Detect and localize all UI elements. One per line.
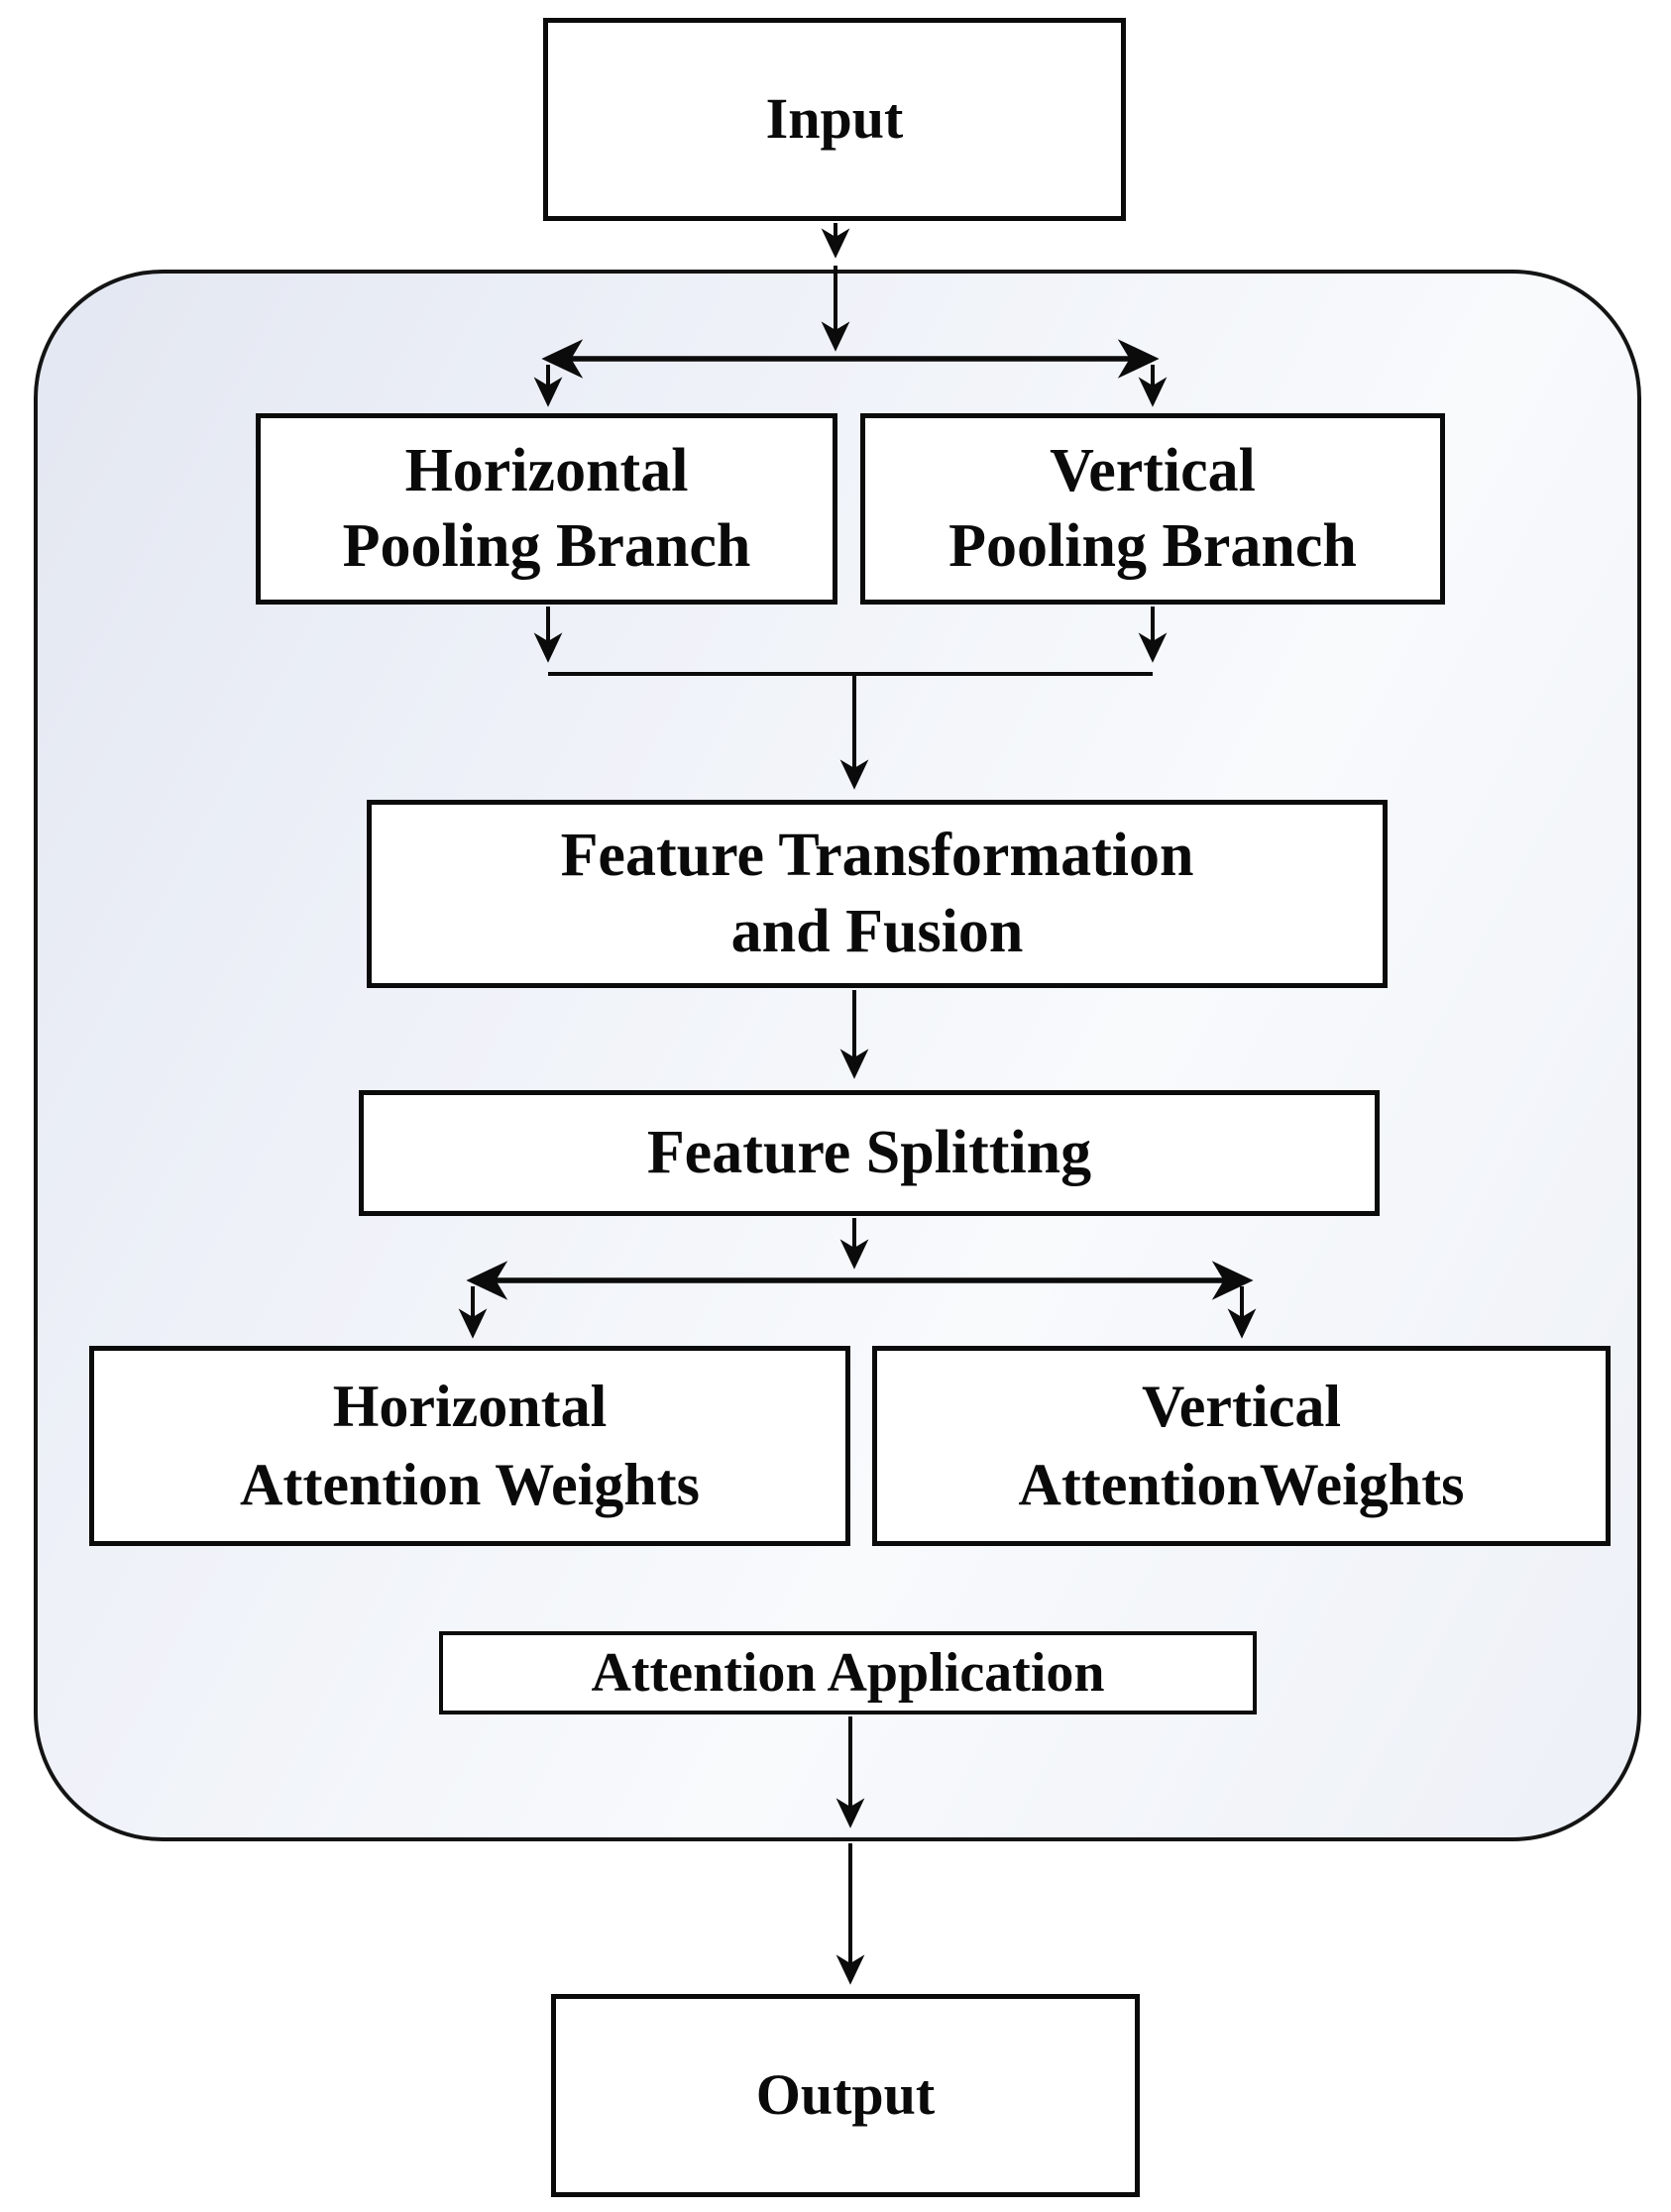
node-vertical-attention-weights-line1: Vertical bbox=[1141, 1374, 1342, 1440]
node-input: Input bbox=[543, 18, 1126, 221]
node-feature-transformation-fusion-line2: and Fusion bbox=[730, 897, 1024, 965]
node-input-label: Input bbox=[765, 86, 904, 152]
node-attention-application: Attention Application bbox=[439, 1631, 1257, 1714]
node-output-label: Output bbox=[755, 2062, 936, 2128]
node-vertical-pooling-branch-line1: Vertical bbox=[1050, 436, 1256, 504]
node-horizontal-attention-weights-line1: Horizontal bbox=[332, 1374, 608, 1440]
node-vertical-pooling-branch: Vertical Pooling Branch bbox=[860, 413, 1445, 605]
node-horizontal-pooling-branch-line2: Pooling Branch bbox=[342, 511, 751, 580]
node-vertical-attention-weights: Vertical AttentionWeights bbox=[872, 1346, 1611, 1546]
node-feature-splitting: Feature Splitting bbox=[359, 1090, 1380, 1216]
node-horizontal-pooling-branch: Horizontal Pooling Branch bbox=[256, 413, 837, 605]
node-feature-splitting-label: Feature Splitting bbox=[646, 1118, 1092, 1186]
node-feature-transformation-fusion-line1: Feature Transformation bbox=[560, 822, 1194, 890]
node-output: Output bbox=[551, 1994, 1140, 2197]
node-horizontal-attention-weights: Horizontal Attention Weights bbox=[89, 1346, 850, 1546]
node-horizontal-pooling-branch-line1: Horizontal bbox=[404, 436, 689, 504]
node-vertical-pooling-branch-line2: Pooling Branch bbox=[948, 511, 1357, 580]
node-feature-transformation-fusion: Feature Transformation and Fusion bbox=[367, 800, 1388, 988]
node-vertical-attention-weights-line2: AttentionWeights bbox=[1018, 1451, 1465, 1517]
node-horizontal-attention-weights-line2: Attention Weights bbox=[240, 1451, 700, 1517]
node-attention-application-label: Attention Application bbox=[591, 1641, 1105, 1704]
